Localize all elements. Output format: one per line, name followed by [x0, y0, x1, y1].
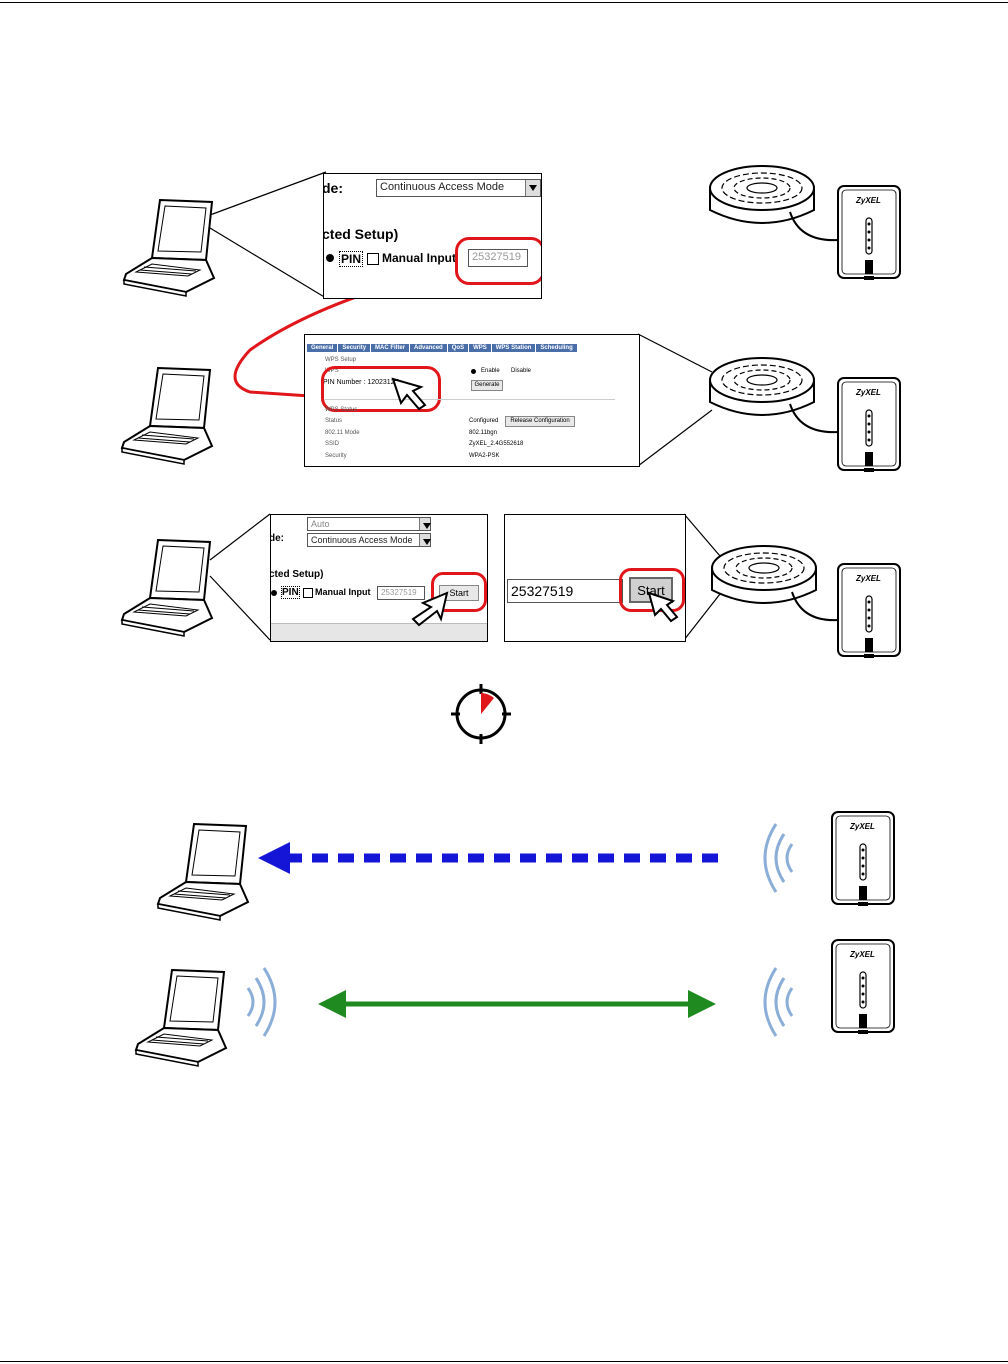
bottom-rule	[0, 1361, 1008, 1362]
tab-mac-filter[interactable]: MAC Filter	[371, 344, 410, 352]
manual-input-label: Manual Input	[382, 251, 456, 265]
cursor-icon	[391, 377, 427, 411]
divider	[325, 399, 615, 400]
pin-value: 25327519	[381, 588, 417, 597]
pin-radio[interactable]	[326, 254, 334, 262]
cursor-icon	[647, 591, 679, 623]
router-icon	[711, 545, 817, 604]
pin-label: PIN	[339, 251, 364, 267]
status-value: Configured	[469, 418, 499, 424]
mode-label: 802.11 Mode	[325, 430, 360, 436]
access-mode-select[interactable]: Continuous Access Mode	[376, 179, 541, 197]
access-mode-value: Continuous Access Mode	[311, 535, 413, 545]
mode-label: de:	[270, 533, 284, 544]
router-start-highlight	[619, 568, 685, 612]
client-start-panel: Auto de: Continuous Access Mode cted Set…	[270, 514, 488, 642]
tab-wps-station[interactable]: WPS Station	[491, 344, 536, 352]
tab-wps[interactable]: WPS	[469, 344, 491, 352]
manual-input-label: Manual Input	[315, 587, 371, 597]
repeater-brand: ZyXEL	[856, 388, 881, 397]
pin-input[interactable]: 25327519	[377, 586, 425, 600]
tab-advanced[interactable]: Advanced	[410, 344, 447, 352]
release-configuration-button[interactable]: Release Configuration	[505, 416, 575, 427]
pin-value: 25327519	[472, 251, 521, 263]
router-pin-value: 25327519	[511, 583, 574, 599]
access-mode-select[interactable]: Continuous Access Mode	[307, 533, 431, 547]
mode-value: 802.11bgn	[469, 430, 497, 436]
auto-value: Auto	[311, 519, 330, 529]
timer-icon	[451, 684, 511, 744]
ssid-value: ZyXEL_2.4G552618	[469, 441, 524, 447]
wps-enable-label: Enable	[481, 368, 500, 374]
tab-general[interactable]: General	[307, 344, 338, 352]
repeater-brand: ZyXEL	[850, 822, 875, 831]
pin-label: PIN	[281, 586, 300, 599]
wps-enable-radio[interactable]	[471, 369, 476, 374]
repeater-brand: ZyXEL	[850, 950, 875, 959]
wireless-wave-icon	[763, 822, 794, 894]
cursor-icon	[411, 591, 449, 627]
ssid-label: SSID	[325, 441, 340, 447]
status-label: Status	[325, 418, 343, 424]
pin-input[interactable]: 25327519	[468, 249, 528, 267]
access-mode-value: Continuous Access Mode	[380, 181, 505, 193]
mode-label: de:	[323, 180, 343, 196]
start-highlight	[431, 572, 487, 612]
wps-disable-label: Disable	[511, 368, 532, 374]
laptop-icon	[121, 367, 213, 465]
setup-label: cted Setup)	[270, 569, 324, 580]
setup-label: cted Setup)	[323, 226, 399, 242]
wps-status-heading: WPS Status	[325, 407, 358, 413]
repeater-brand: ZyXEL	[856, 196, 881, 205]
router-pin-input[interactable]: 25327519	[507, 579, 623, 603]
wps-setup-heading: WPS Setup	[325, 357, 357, 363]
pin-number-highlight	[321, 366, 441, 412]
wireless-wave-icon	[763, 966, 794, 1038]
start-button[interactable]: Start	[439, 585, 479, 601]
laptop-icon	[157, 823, 249, 921]
repeater-brand: ZyXEL	[856, 574, 881, 583]
client-wps-pin-panel: de: Continuous Access Mode cted Setup) P…	[323, 173, 542, 299]
generate-button[interactable]: Generate	[471, 380, 503, 391]
pin-highlight	[455, 237, 541, 285]
tab-qos[interactable]: QoS	[447, 344, 469, 352]
tab-security[interactable]: Security	[338, 344, 371, 352]
laptop-icon	[135, 969, 227, 1067]
security-label: Security	[325, 453, 347, 459]
laptop-icon	[123, 199, 215, 297]
top-rule	[0, 2, 1008, 3]
tab-scheduling[interactable]: Scheduling	[536, 344, 577, 352]
pin-number-text: PIN Number : 12023127	[323, 379, 399, 386]
security-value: WPA2-PSK	[469, 453, 500, 459]
router-icon	[709, 357, 815, 416]
manual-input-checkbox[interactable]	[367, 253, 379, 265]
router-start-panel: 25327519 Start	[504, 514, 686, 642]
status-bar	[271, 623, 487, 641]
auto-select[interactable]: Auto	[307, 517, 431, 531]
pin-radio[interactable]	[271, 590, 277, 596]
manual-input-checkbox[interactable]	[303, 588, 313, 598]
router-icon	[709, 165, 815, 224]
laptop-icon	[121, 539, 213, 637]
